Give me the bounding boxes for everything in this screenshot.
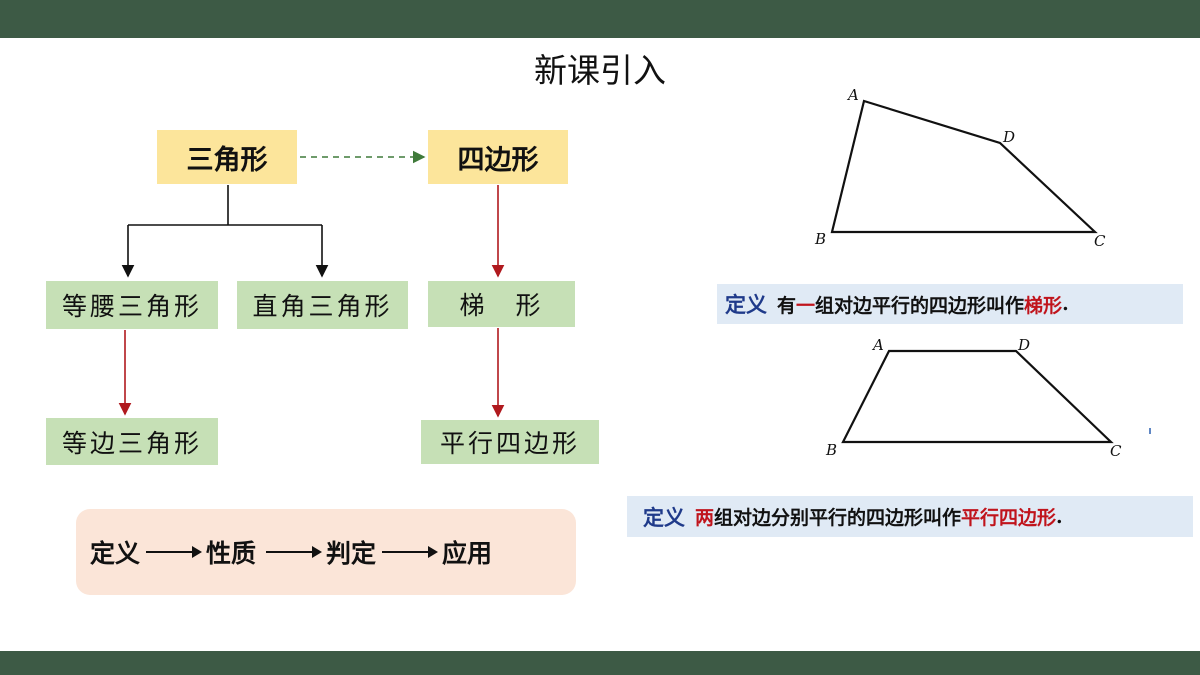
definition-text-2: 组对边平行的四边形叫作 <box>815 294 1025 317</box>
trapezoid-figure <box>830 99 1098 234</box>
parallelogram-box: 平行四边形 <box>421 420 599 464</box>
page-title: 新课引入 <box>534 51 666 90</box>
definition-end: . <box>1062 293 1069 315</box>
flow-step-application: 应用 <box>442 539 493 568</box>
trapezoid-box: 梯 形 <box>428 281 575 327</box>
definition-text-2: 组对边分别平行的四边形叫作 <box>714 507 962 529</box>
top-bar <box>0 0 1200 38</box>
bottom-bar <box>0 651 1200 675</box>
definition-tag: 定义 <box>725 293 767 317</box>
triangle-box: 三角形 <box>157 130 297 184</box>
definition-text-1: 有 <box>777 294 797 317</box>
flow-step-definition: 定义 <box>90 539 141 568</box>
parallelogram-definition: 定义 两 组对边分别平行的四边形叫作 平行四边形 . <box>627 496 1193 537</box>
flow-arrow-1 <box>146 546 203 558</box>
definition-emphasis-two: 两 <box>695 507 715 529</box>
flow-arrow-3 <box>382 546 439 558</box>
trapezoid-definition: 定义 有 一 组对边平行的四边形叫作 梯形 . <box>717 284 1183 324</box>
parallelogram-label-b: B <box>825 441 837 459</box>
right-triangle-box: 直角三角形 <box>237 281 408 329</box>
trapezoid-label-d: D <box>1002 128 1015 146</box>
parallelogram-label-a: A <box>871 336 884 354</box>
equilateral-triangle-box: 等边三角形 <box>46 418 218 465</box>
parallelogram-figure <box>841 349 1114 444</box>
trapezoid-label-b: B <box>814 230 826 248</box>
flow-step-properties: 性质 <box>206 539 257 568</box>
definition-emphasis-one: 一 <box>796 294 816 317</box>
definition-emphasis-parallelogram: 平行四边形 <box>961 507 1057 529</box>
isosceles-triangle-box: 等腰三角形 <box>46 281 218 329</box>
definition-emphasis-trapezoid: 梯形 <box>1024 294 1063 317</box>
trapezoid-label-c: C <box>1094 232 1106 250</box>
parallelogram-label-c: C <box>1110 442 1122 460</box>
parallelogram-label-d: D <box>1017 336 1030 354</box>
learning-flow: 定义 性质 判定 应用 <box>76 509 576 595</box>
flow-step-determination: 判定 <box>326 539 377 568</box>
definition-end: . <box>1056 505 1063 528</box>
definition-tag: 定义 <box>643 505 685 530</box>
trapezoid-label-a: A <box>846 86 859 104</box>
flow-arrow-2 <box>266 546 323 558</box>
quadrilateral-box: 四边形 <box>428 130 568 184</box>
